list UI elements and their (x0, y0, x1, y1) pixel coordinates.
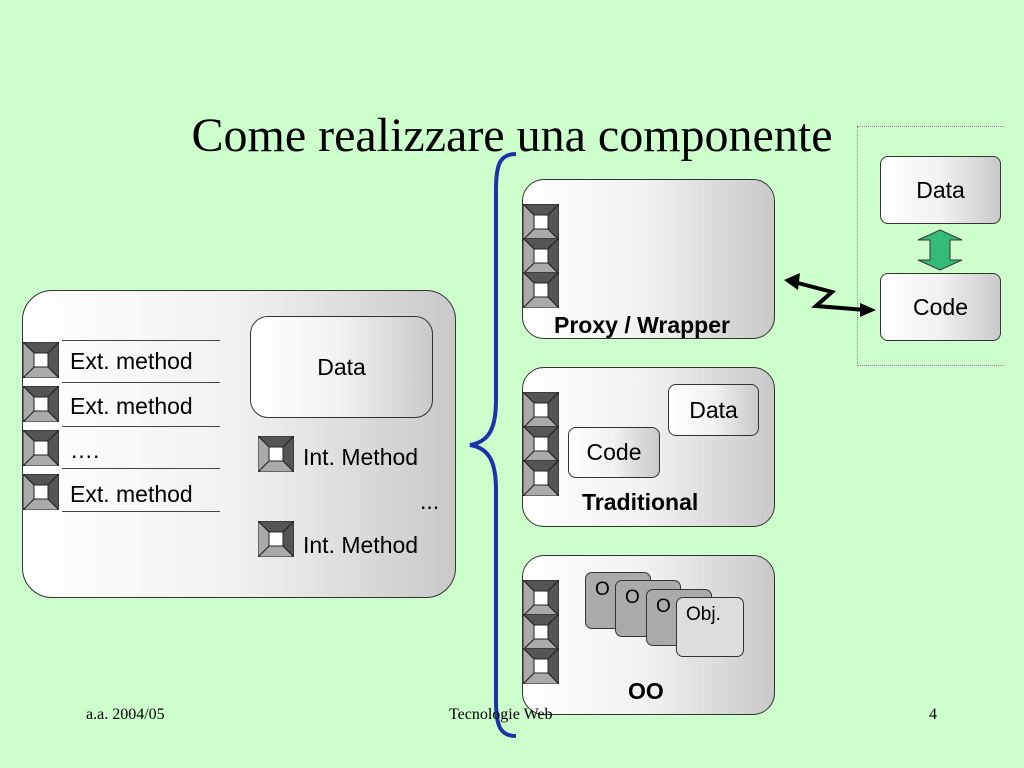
port-icon (523, 614, 559, 650)
port-icon (523, 238, 559, 274)
footer-center: Tecnologie Web (449, 706, 553, 723)
row-divider (62, 426, 220, 427)
ext-method-label: Ext. method (70, 393, 193, 419)
traditional-code-box: Code (568, 427, 660, 478)
port-icon (23, 342, 59, 378)
ext-method-label: Ext. method (70, 481, 193, 507)
int-method-label: Int. Method (303, 444, 419, 470)
external-region (857, 126, 1003, 366)
traditional-data-box: Data (668, 384, 759, 436)
external-code-box: Code (880, 273, 1001, 341)
external-data-box: Data (880, 156, 1001, 224)
row-divider (62, 511, 220, 512)
proxy-wrapper-box (522, 179, 775, 339)
port-icon (523, 580, 559, 616)
ext-method-label: Ext. method (70, 348, 193, 374)
port-icon (523, 648, 559, 684)
row-divider (62, 340, 220, 341)
oo-label: OO (628, 678, 664, 704)
row-divider (62, 382, 220, 383)
int-method-ellipsis: ... (420, 488, 440, 514)
port-icon (523, 460, 559, 496)
port-icon (523, 426, 559, 462)
ext-method-list: Ext. method Ext. method …. Ext. method (22, 340, 220, 512)
data-box: Data (250, 316, 433, 418)
row-divider (62, 468, 220, 469)
port-icon (258, 436, 294, 472)
port-icon (523, 204, 559, 240)
port-icon (258, 521, 294, 557)
port-icon (23, 474, 59, 510)
int-method-label: Int. Method (303, 532, 419, 558)
double-arrow-icon (912, 228, 968, 272)
port-icon (523, 392, 559, 428)
traditional-label: Traditional (582, 489, 699, 515)
ext-method-label: …. (70, 437, 100, 463)
footer-left: a.a. 2004/05 (86, 706, 165, 723)
proxy-wrapper-label: Proxy / Wrapper (554, 312, 730, 338)
port-icon (23, 386, 59, 422)
port-icon (523, 272, 559, 308)
brace-icon (462, 150, 520, 740)
port-icon (23, 430, 59, 466)
footer-right: 4 (929, 706, 937, 723)
zigzag-arrow-icon (782, 270, 878, 320)
object-box: Obj. (676, 597, 744, 657)
